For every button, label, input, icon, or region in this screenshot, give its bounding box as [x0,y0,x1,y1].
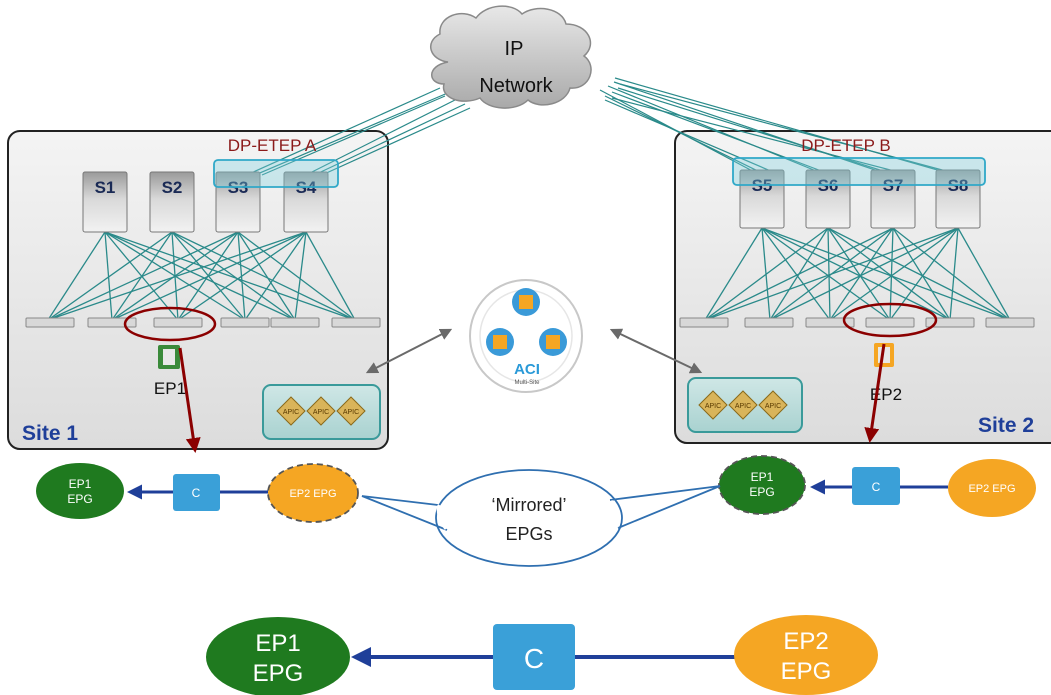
site1-apic-label-2: APIC [313,409,329,416]
combined-contract-label: C [524,643,544,674]
site2-leaves [679,317,1035,328]
cloud-label-line1: IP [505,38,524,60]
ep1-label: EP1 [154,379,186,398]
combined-ep2-line1: EP2 [783,628,828,655]
site1-fabric-links [47,231,356,321]
dp-etep-b-label: DP-ETEP B [801,136,890,155]
site2-ep2-epg [948,459,1036,517]
ep1-server-icon [158,345,180,369]
site1-ep1-epg-line1: EP1 [69,477,92,491]
spine-s1-label: S1 [95,178,116,197]
msc-site2-arrow [609,328,703,374]
aci-title: ACI [514,361,540,378]
site2-ep1-epg-line2: EPG [749,485,774,499]
cloud-label-line2: Network [479,75,553,97]
site1-label: Site 1 [22,422,78,445]
site1-ep1-epg-line2: EPG [67,492,92,506]
site2-contract [852,467,900,505]
site1-contract-label: C [192,486,201,500]
leaf-switch [153,317,203,328]
site1-ep1-epg [36,463,124,519]
mirrored-callout [361,469,721,567]
leaf-switch [270,317,320,328]
site1-apic-label-3: APIC [343,409,359,416]
leaf-switch [985,317,1035,328]
site2-apic-cluster [687,377,803,433]
site2-ep-arrow [864,343,886,443]
site1-apic-cluster [262,384,381,440]
combined-ep1-epg [206,617,350,695]
aci-subtitle: Multi-Site [514,380,540,386]
callout-line1: ‘Mirrored’ [491,495,566,515]
site2-apic-label-2: APIC [735,403,751,410]
combined-contract [493,624,575,690]
site2-epg-row [718,455,1036,517]
leaf-switch [805,317,855,328]
aci-multisite-orchestrator-icon [469,279,583,393]
site1-apic-label-1: APIC [283,409,299,416]
combined-epg-row [206,615,878,695]
leaf-switch [925,317,975,328]
site2-ep2-epg-label: EP2 EPG [968,483,1015,495]
leaf-switch [331,317,381,328]
leaf-switch [679,317,729,328]
ip-network-cloud [430,5,592,109]
site2-ep1-epg-line1: EP1 [751,470,774,484]
msc-site1-arrow [365,328,453,374]
site1-contract [173,474,220,511]
spine-s2-label: S2 [162,178,183,197]
leaf-switch [87,317,137,328]
site2-leaf-highlight [842,302,938,338]
site1-ep-arrow [178,347,201,453]
site1-ep2-epg-label: EP2 EPG [289,488,336,500]
combined-ep2-epg [734,615,878,695]
site2-apic-label-3: APIC [765,403,781,410]
site2-ep1-epg [718,455,806,515]
leaf-switch [865,317,915,328]
callout-line2: EPGs [505,524,552,544]
combined-ep2-line2: EPG [781,658,832,685]
site2-label: Site 2 [978,414,1034,437]
site1-ep2-epg-mirrored [267,463,359,523]
spine-s1 [82,171,128,233]
leaf-switch [220,317,270,328]
dp-etep-a-highlight [213,159,339,188]
site2-contract-label: C [872,480,881,494]
dp-etep-a-label: DP-ETEP A [228,136,317,155]
site2-apic-label-1: APIC [705,403,721,410]
site1-epg-row [36,463,359,523]
dp-etep-b-highlight [732,157,986,186]
combined-ep1-line2: EPG [253,660,304,687]
site1-leaf-highlight [123,306,217,342]
wan-links [239,77,962,179]
leaf-switch [744,317,794,328]
leaf-switch [25,317,75,328]
spine-s2 [149,171,195,233]
combined-ep1-line1: EP1 [255,630,300,657]
